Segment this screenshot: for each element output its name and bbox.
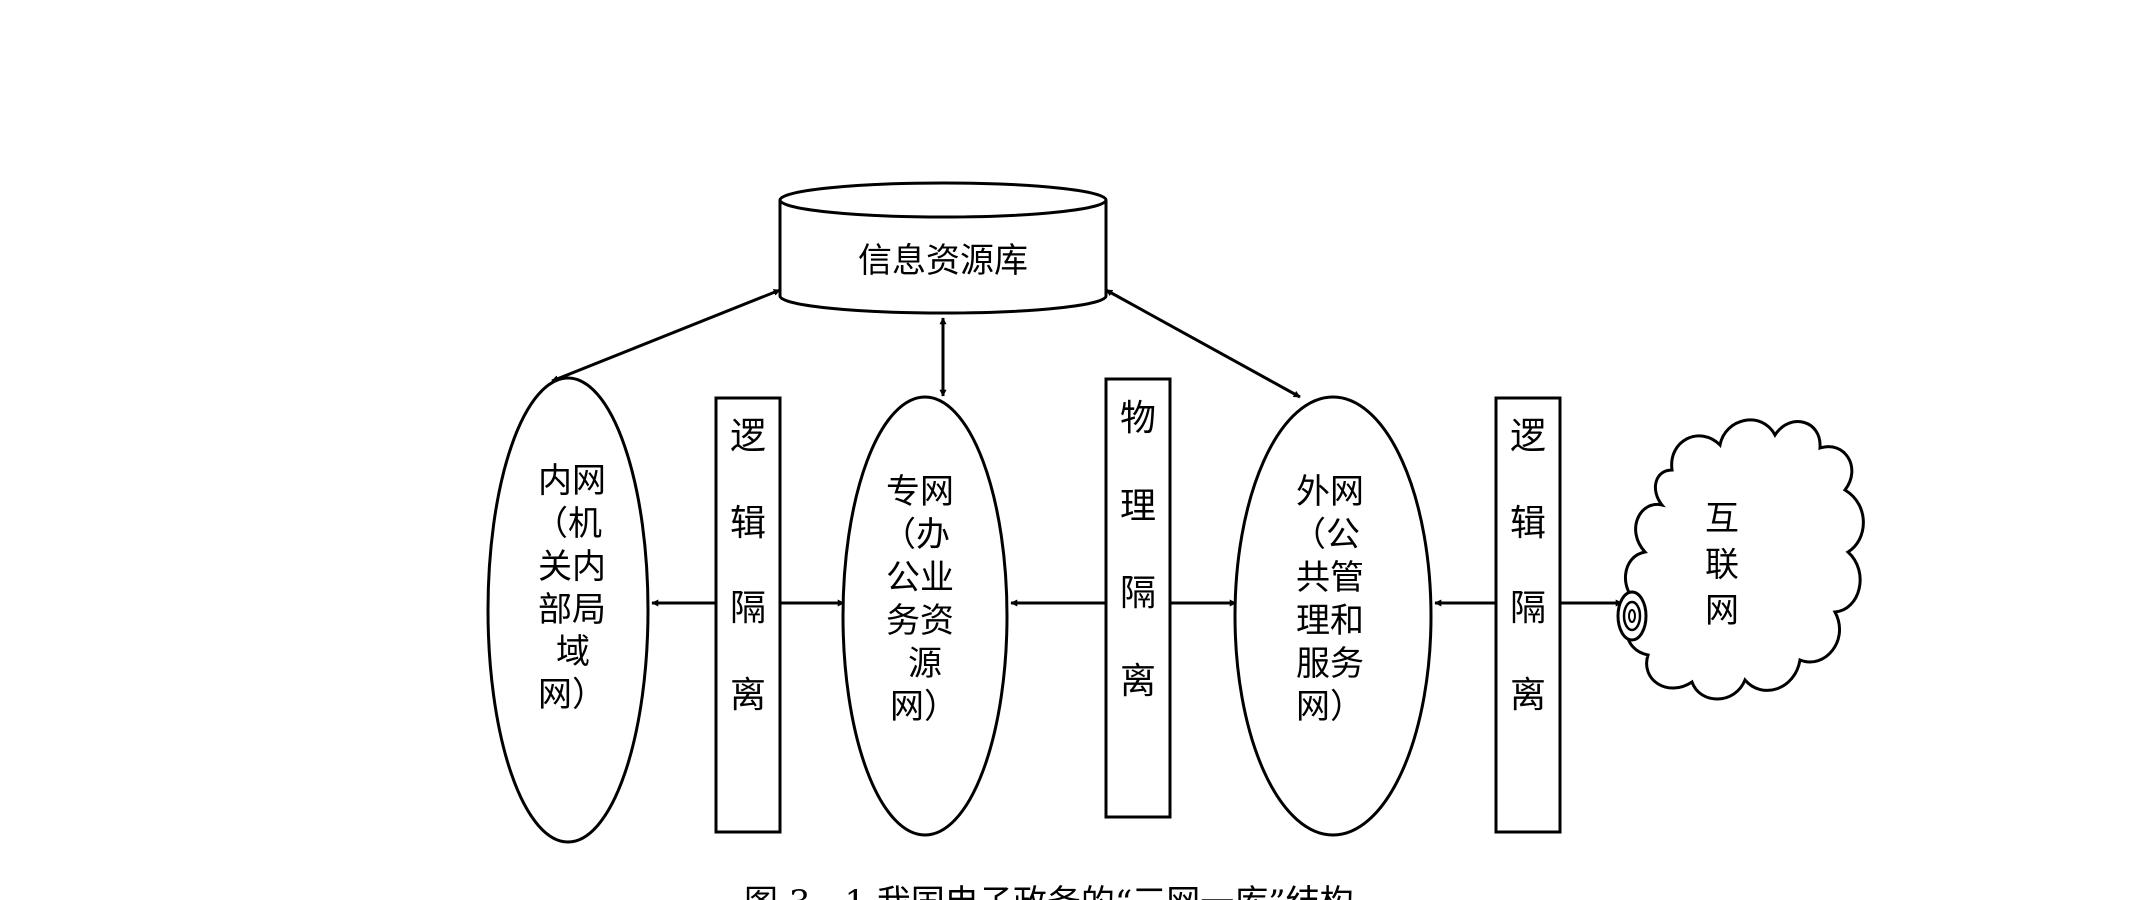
isolation-char: 离 [1120,661,1156,702]
special-network-line: 网） [890,687,958,727]
inner-network-line: 网） [538,675,606,715]
outer-network: 外网 （公 共管 理和 服务 网） [1233,395,1433,837]
inner-network-line: 内网 [538,461,606,501]
outer-network-line: 共管 [1296,558,1364,598]
inner-network-line: （机 [534,504,602,544]
inner-network-line: 部局 [538,590,606,630]
outer-network-line: （公 [1292,515,1360,555]
cloud-icon [1624,418,1865,701]
outer-network-line: 理和 [1296,601,1364,641]
isolation-char: 隔 [730,588,766,629]
connection-port-icon [1616,590,1648,642]
physical-isolation: 物 理 隔 离 [1104,377,1172,819]
inner-network-line: 域 [556,632,590,672]
isolation-char: 理 [1120,486,1156,527]
outer-network-line: 网） [1296,687,1364,727]
internet-cloud: 互 联 网 [1616,418,1865,701]
outer-network-line: 外网 [1296,472,1364,512]
isolation-char: 隔 [1120,573,1156,614]
isolation-char: 辑 [1510,503,1546,544]
special-network-line: 务资 [886,601,954,641]
isolation-char: 逻 [730,416,766,457]
isolation-char: 离 [1510,675,1546,716]
special-network-line: （办 [882,515,950,555]
database-label: 信息资源库 [858,241,1028,281]
inner-network: 内网 （机 关内 部局 域 网） [486,376,650,844]
special-network-line: 公业 [886,558,954,598]
db-to-inner-arrow [551,288,781,383]
logical-isolation-right: 逻 辑 隔 离 [1494,396,1562,834]
isolation-char: 逻 [1510,416,1546,457]
internet-label: 网 [1705,591,1739,631]
special-network-line: 专网 [886,472,954,512]
outer-network-line: 服务 [1296,644,1364,684]
info-resource-database: 信息资源库 [778,181,1108,315]
isolation-char: 离 [730,675,766,716]
special-network: 专网 （办 公业 务资 源 网） [841,395,1009,837]
isolation-char: 辑 [730,503,766,544]
figure-caption: 图 3－1 我国电子政务的“三网一库”结构 [744,883,1354,900]
special-network-line: 源 [908,644,942,684]
isolation-char: 隔 [1510,588,1546,629]
internet-label: 互 [1705,499,1739,539]
internet-label: 联 [1705,545,1739,585]
db-to-outer-arrow [1105,288,1301,399]
logical-isolation-left: 逻 辑 隔 离 [714,396,782,834]
isolation-char: 物 [1120,398,1156,439]
inner-network-line: 关内 [538,547,606,587]
